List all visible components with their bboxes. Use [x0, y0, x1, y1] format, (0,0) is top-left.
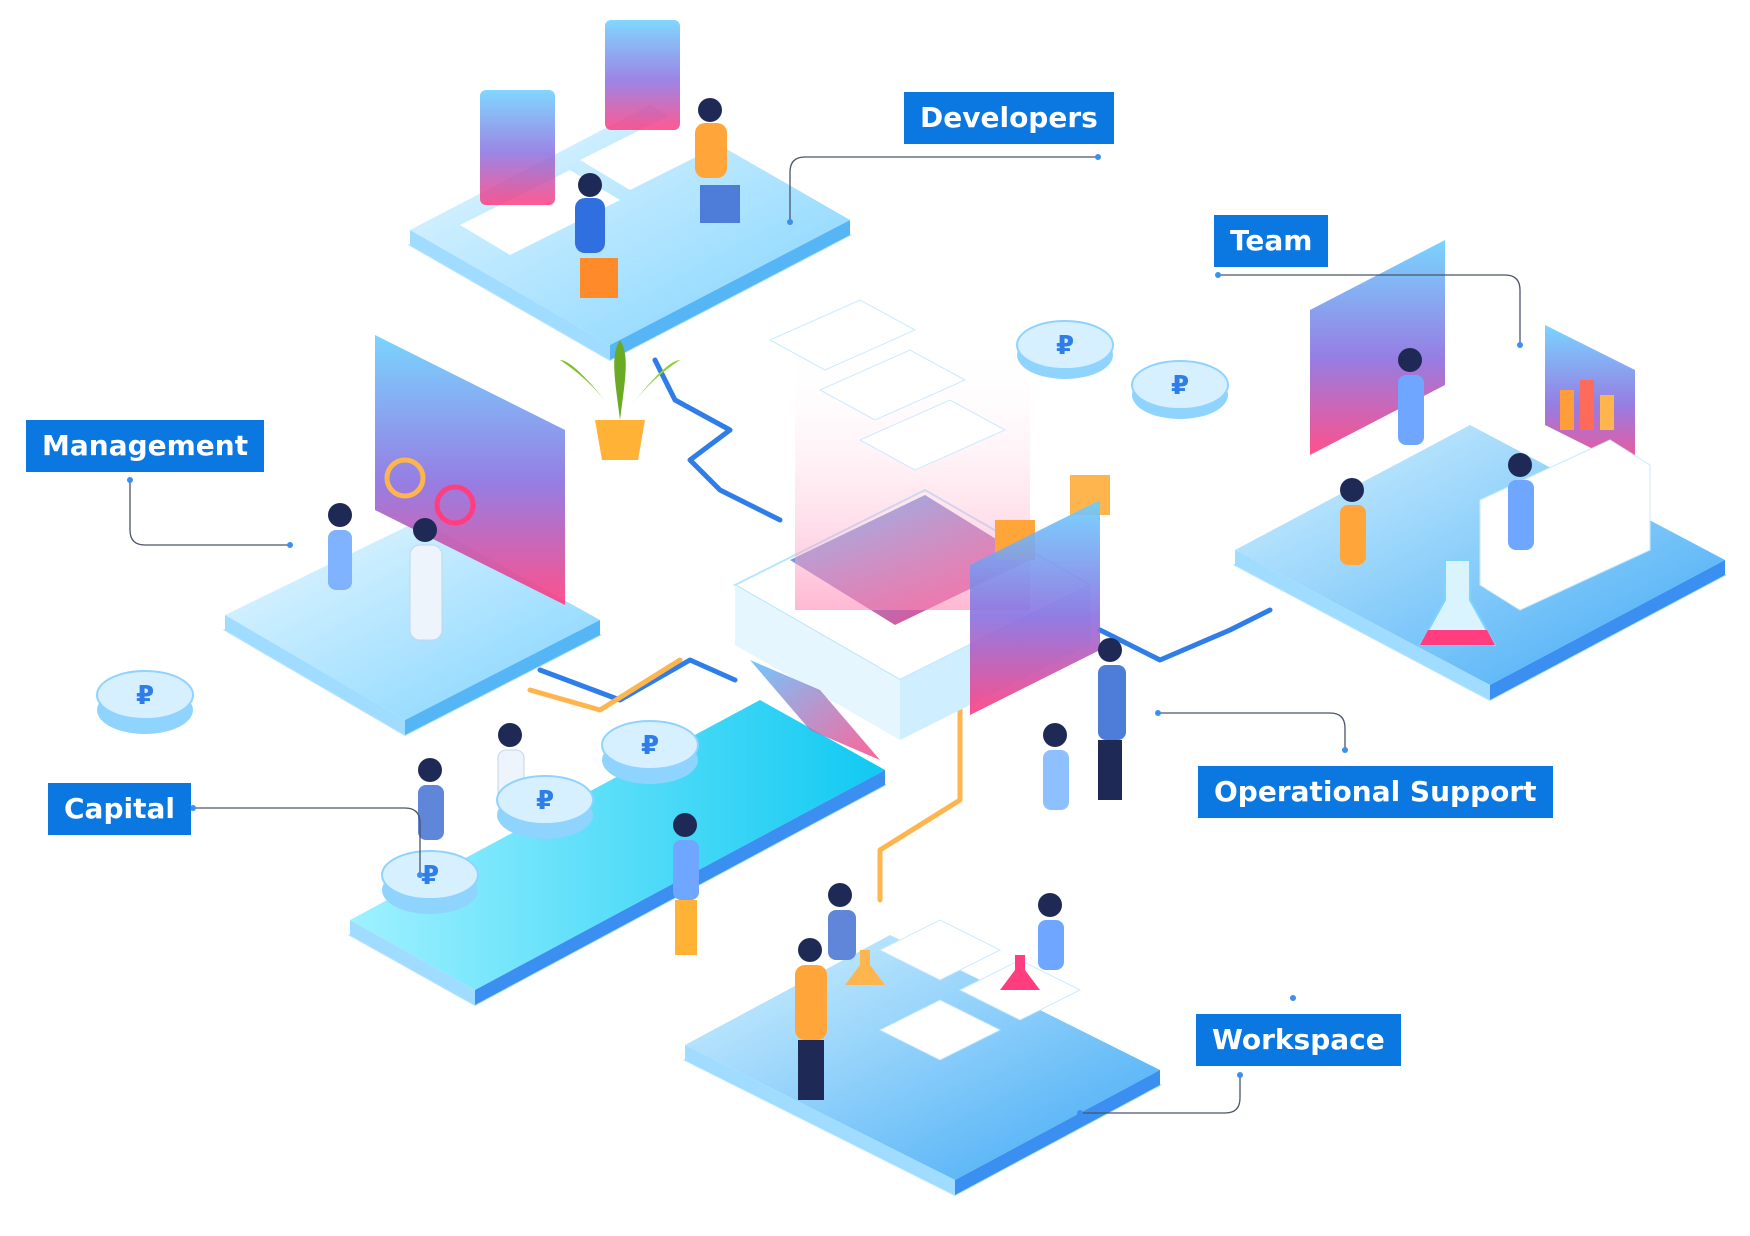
ruble-coin-icon: ₽ — [496, 775, 594, 839]
svg-text:₽: ₽ — [421, 861, 439, 891]
leader-dots — [127, 154, 1523, 1116]
chart-screen-icon — [375, 335, 565, 605]
flask-icon — [1000, 955, 1040, 990]
person-icon — [798, 938, 822, 962]
ruble-coin-icon: ₽ — [96, 670, 194, 734]
chart-screen-icon — [480, 90, 555, 205]
central-hub — [732, 299, 1110, 740]
developers-label: Developers — [904, 92, 1114, 144]
operational-support-label: Operational Support — [1198, 766, 1553, 818]
chart-screen-icon — [1310, 240, 1445, 455]
management-label: Management — [26, 420, 265, 472]
ruble-coin-icon: ₽ — [381, 850, 479, 914]
chart-screen-icon — [605, 20, 680, 130]
person-icon — [828, 883, 852, 907]
person-icon — [498, 723, 522, 747]
connector-pipes — [527, 357, 1273, 903]
team-label: Team — [1214, 215, 1329, 267]
person-icon — [413, 518, 437, 542]
person-icon — [1043, 723, 1067, 747]
ops-people — [1043, 638, 1126, 810]
person-icon — [673, 813, 697, 837]
person-icon — [698, 98, 722, 122]
flask-icon — [1418, 559, 1497, 646]
svg-text:₽: ₽ — [1171, 371, 1189, 401]
flask-icon — [845, 950, 885, 985]
ruble-coin-icon: ₽ — [601, 720, 699, 784]
svg-text:₽: ₽ — [536, 786, 554, 816]
chart-screen-icon — [970, 500, 1100, 715]
workspace-platform — [682, 883, 1163, 1197]
plant-icon — [560, 340, 680, 460]
capital-conveyor — [347, 660, 888, 1007]
person-icon — [328, 503, 352, 527]
developers-platform — [407, 20, 853, 460]
person-icon — [418, 758, 442, 782]
capital-label: Capital — [48, 783, 191, 835]
leader-lines — [129, 156, 1521, 1114]
person-icon — [1398, 348, 1422, 372]
person-icon — [1098, 638, 1122, 662]
svg-text:₽: ₽ — [1056, 331, 1074, 361]
person-icon — [1508, 453, 1532, 477]
person-icon — [578, 173, 602, 197]
svg-text:₽: ₽ — [641, 731, 659, 761]
ruble-coin-icon: ₽ — [1016, 320, 1114, 379]
workspace-label: Workspace — [1196, 1014, 1401, 1066]
svg-text:₽: ₽ — [136, 681, 154, 711]
person-icon — [1340, 478, 1364, 502]
management-platform — [222, 335, 603, 737]
coins: ₽ ₽ ₽ ₽ ₽ ₽ — [96, 320, 1229, 914]
team-platform — [1232, 240, 1728, 702]
person-icon — [1038, 893, 1062, 917]
ruble-coin-icon: ₽ — [1131, 360, 1229, 419]
